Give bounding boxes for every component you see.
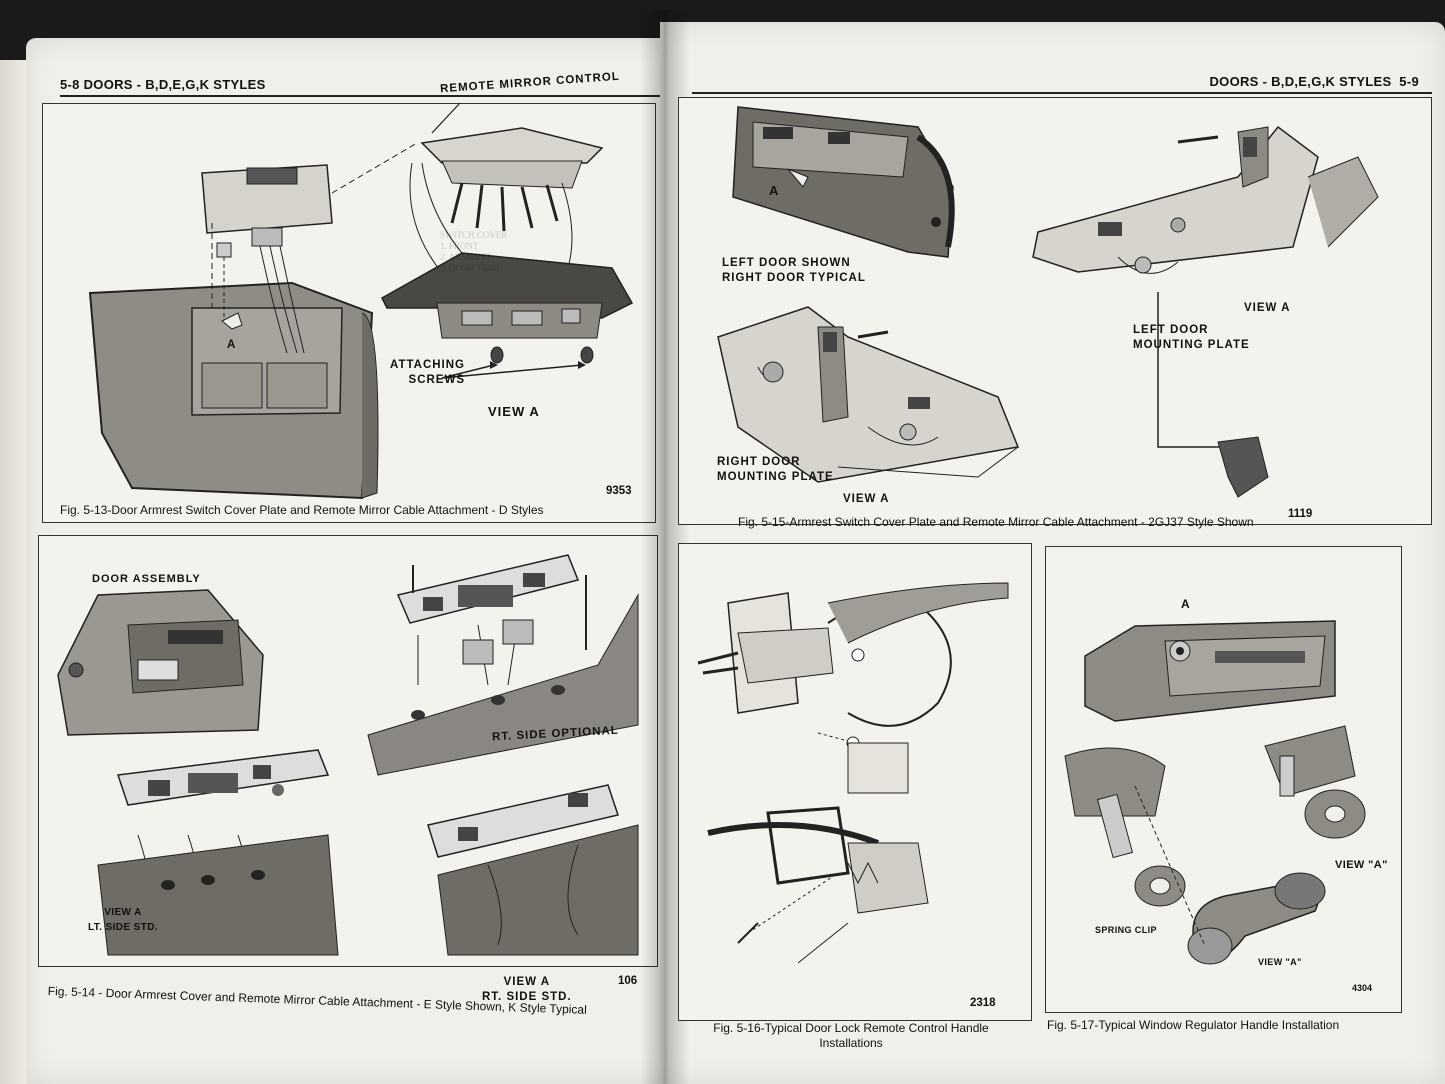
fig-5-15-caption: Fig. 5-15-Armrest Switch Cover Plate and… (738, 515, 1254, 529)
left-door-shown-label: LEFT DOOR SHOWN RIGHT DOOR TYPICAL (722, 257, 866, 284)
right-page-header: DOORS - B,D,E,G,K STYLES 5-9 (1209, 74, 1419, 89)
fig-5-17-number: 4304 (1352, 983, 1373, 993)
fig-5-14-number: 106 (618, 975, 638, 987)
fig-5-15-a-label: A (769, 183, 780, 198)
fig-5-15-number: 1119 (1288, 508, 1313, 520)
fig-5-16-caption: Fig. 5-16-Typical Door Lock Remote Contr… (713, 1021, 989, 1050)
fig-5-17-illustration (1064, 620, 1366, 965)
view-a-rt-side-label: VIEW A RT. SIDE STD. (482, 976, 572, 1003)
left-header-rule (60, 95, 660, 97)
fig-5-13-number: 9353 (606, 485, 632, 497)
door-assembly-label: DOOR ASSEMBLY (92, 573, 201, 585)
fig-5-16-number: 2318 (970, 997, 996, 1009)
fig-5-13-view-a-label: VIEW A (488, 404, 540, 419)
fig-5-17-view-a-2-label: VIEW "A" (1258, 957, 1302, 967)
left-door-mounting-plate-label: LEFT DOOR MOUNTING PLATE (1133, 324, 1250, 351)
fig-5-13-caption: Fig. 5-13-Door Armrest Switch Cover Plat… (60, 503, 544, 517)
fig-5-15-view-a-top-label: VIEW A (1244, 302, 1291, 314)
fig-5-15-view-a-bottom-label: VIEW A (843, 493, 890, 505)
fig-5-17-caption: Fig. 5-17-Typical Window Regulator Handl… (1047, 1018, 1340, 1032)
fig-5-15-illustration (717, 106, 1379, 498)
left-page-header: 5-8 DOORS - B,D,E,G,K STYLES (60, 77, 266, 92)
view-a-lt-side-label: VIEW A LT. SIDE STD. (88, 907, 159, 933)
fig-5-17-a-label: A (1181, 597, 1191, 611)
fig-5-13-illustration (88, 102, 634, 500)
spring-clip-label: SPRING CLIP (1095, 925, 1157, 935)
fig-5-14-illustration (57, 554, 639, 956)
fig-5-13-a-label: A (227, 339, 237, 351)
page-stack-edge (0, 60, 28, 1084)
fig-5-17-view-a-1-label: VIEW "A" (1335, 859, 1388, 871)
right-door-mounting-plate-label: RIGHT DOOR MOUNTING PLATE (717, 456, 834, 483)
fig-5-16-illustration (697, 582, 1009, 964)
right-header-rule (692, 92, 1432, 94)
attaching-screws-label: ATTACHING SCREWS (390, 359, 466, 386)
